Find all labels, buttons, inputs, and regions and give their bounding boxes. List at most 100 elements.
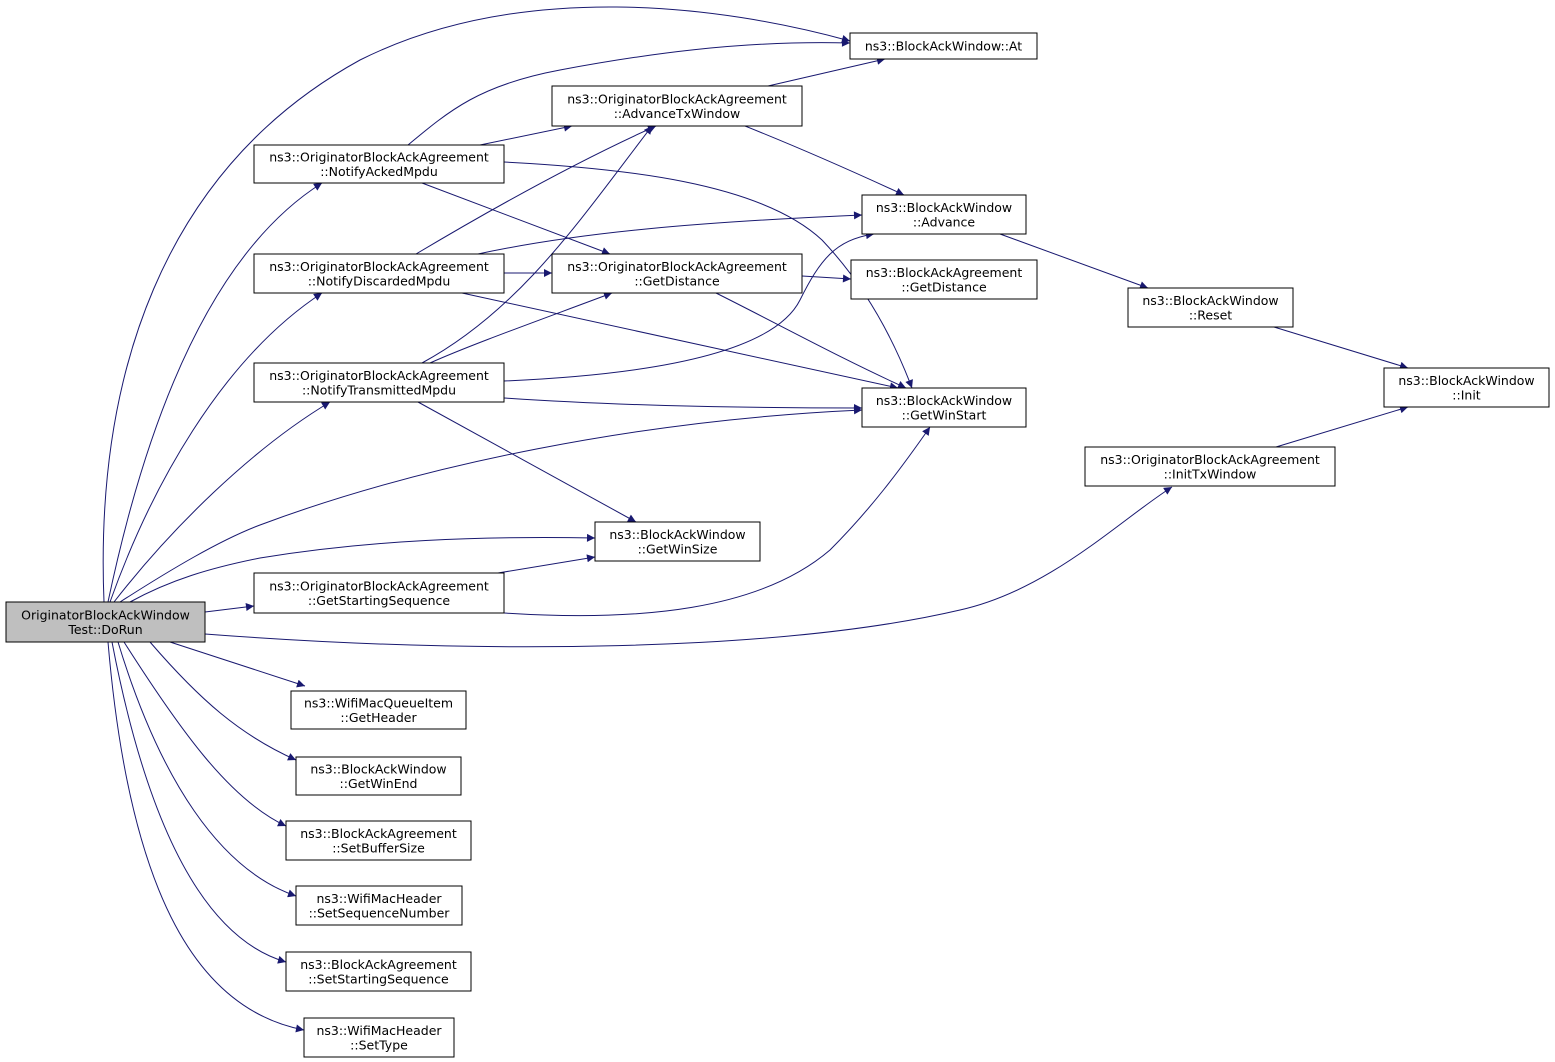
node-wEnd[interactable]: ns3::BlockAckWindow::GetWinEnd bbox=[295, 756, 462, 796]
node-gh[interactable]: ns3::WifiMacQueueItem::GetHeader bbox=[290, 690, 467, 730]
node-box bbox=[295, 756, 462, 796]
node-box bbox=[594, 521, 761, 562]
edge-line bbox=[767, 56, 886, 87]
edge-root-to-ackM bbox=[107, 182, 323, 603]
node-label-line: ns3::WifiMacHeader bbox=[316, 1023, 442, 1038]
edge-line bbox=[497, 554, 596, 574]
edge-root-to-ssn bbox=[117, 641, 297, 898]
edge-txM-to-advTx bbox=[421, 125, 653, 364]
node-box bbox=[253, 144, 505, 184]
node-box bbox=[253, 253, 505, 294]
node-label-line: ::SetType bbox=[350, 1037, 408, 1052]
edge-line bbox=[421, 182, 611, 255]
edge-line bbox=[113, 401, 331, 603]
node-label-line: ::InitTxWindow bbox=[1164, 466, 1257, 481]
edge-line bbox=[415, 125, 657, 255]
edge-line bbox=[999, 233, 1149, 290]
node-box bbox=[551, 85, 803, 127]
edge-bawAdv-to-reset bbox=[999, 233, 1149, 290]
node-advTx[interactable]: ns3::OriginatorBlockAckAgreement::Advanc… bbox=[551, 85, 803, 127]
node-initTx[interactable]: ns3::OriginatorBlockAckAgreement::InitTx… bbox=[1084, 446, 1336, 487]
node-box bbox=[1127, 287, 1294, 328]
node-label-line: ::NotifyAckedMpdu bbox=[320, 164, 438, 179]
edge-root-to-sss bbox=[111, 641, 287, 964]
node-label-line: ::SetStartingSequence bbox=[308, 971, 449, 986]
edge-line bbox=[715, 292, 907, 389]
node-wStart[interactable]: ns3::BlockAckWindow::GetWinStart bbox=[861, 387, 1027, 428]
edge-discM-to-advTx bbox=[415, 125, 657, 255]
node-label-line: ns3::WifiMacQueueItem bbox=[304, 695, 453, 710]
edge-advTx-to-bawAdv bbox=[744, 125, 905, 196]
node-oGetD[interactable]: ns3::OriginatorBlockAckAgreement::GetDis… bbox=[551, 253, 803, 294]
node-label-line: ::GetHeader bbox=[340, 710, 417, 725]
node-bawAdv[interactable]: ns3::BlockAckWindow::Advance bbox=[861, 194, 1027, 235]
node-label-line: ns3::BlockAckAgreement bbox=[300, 957, 457, 972]
node-label-line: ::NotifyTransmittedMpdu bbox=[302, 382, 456, 397]
edge-line bbox=[503, 231, 875, 382]
node-label-line: ns3::BlockAckWindow bbox=[1142, 293, 1278, 308]
node-reset[interactable]: ns3::BlockAckWindow::Reset bbox=[1127, 287, 1294, 328]
edge-txM-to-bawAdv bbox=[503, 231, 875, 382]
node-st[interactable]: ns3::WifiMacHeader::SetType bbox=[303, 1017, 455, 1058]
edge-line bbox=[461, 292, 899, 391]
node-box bbox=[295, 885, 463, 926]
node-label-line: ns3::OriginatorBlockAckAgreement bbox=[1100, 452, 1320, 467]
edge-root-to-gh bbox=[169, 641, 306, 688]
node-wSize[interactable]: ns3::BlockAckWindow::GetWinSize bbox=[594, 521, 761, 562]
node-sss[interactable]: ns3::BlockAckAgreement::SetStartingSeque… bbox=[285, 951, 472, 992]
node-box bbox=[849, 32, 1038, 60]
node-discM[interactable]: ns3::OriginatorBlockAckAgreement::Notify… bbox=[253, 253, 505, 294]
edge-line bbox=[503, 426, 931, 617]
node-box bbox=[861, 387, 1027, 428]
node-gss[interactable]: ns3::OriginatorBlockAckAgreement::GetSta… bbox=[253, 572, 505, 614]
edge-initTx-to-init bbox=[1275, 405, 1409, 448]
node-label-line: ::Reset bbox=[1189, 307, 1232, 322]
edge-line bbox=[801, 274, 852, 283]
edge-line bbox=[204, 486, 1173, 648]
edge-root-to-initTx bbox=[204, 486, 1173, 648]
node-label-line: ns3::OriginatorBlockAckAgreement bbox=[269, 149, 489, 164]
node-label-line: ns3::OriginatorBlockAckAgreement bbox=[567, 259, 787, 274]
edge-line bbox=[129, 533, 596, 603]
edge-line bbox=[477, 211, 863, 255]
node-label-line: ns3::BlockAckWindow bbox=[876, 393, 1012, 408]
edge-line bbox=[503, 161, 913, 389]
edge-root-to-gss bbox=[204, 603, 255, 613]
node-label-line: ::SetSequenceNumber bbox=[309, 905, 451, 920]
node-label-line: ::GetStartingSequence bbox=[308, 593, 451, 608]
edge-line bbox=[149, 641, 297, 761]
node-label-line: ns3::OriginatorBlockAckAgreement bbox=[269, 578, 489, 593]
node-init[interactable]: ns3::BlockAckWindow::Init bbox=[1383, 367, 1550, 408]
edge-reset-to-init bbox=[1273, 326, 1409, 370]
node-box bbox=[253, 362, 505, 403]
node-label-line: ::GetDistance bbox=[901, 279, 987, 294]
edge-gss-to-wSize bbox=[497, 554, 596, 574]
node-txM[interactable]: ns3::OriginatorBlockAckAgreement::Notify… bbox=[253, 362, 505, 403]
edge-line bbox=[107, 641, 305, 1033]
node-label-line: ns3::OriginatorBlockAckAgreement bbox=[567, 91, 787, 106]
edge-txM-to-oGetD bbox=[429, 292, 613, 364]
node-sbs[interactable]: ns3::BlockAckAgreement::SetBufferSize bbox=[285, 820, 472, 861]
node-box bbox=[1383, 367, 1550, 408]
node-box bbox=[850, 259, 1038, 300]
node-bGetD[interactable]: ns3::BlockAckAgreement::GetDistance bbox=[850, 259, 1038, 300]
node-box bbox=[861, 194, 1027, 235]
node-box bbox=[285, 951, 472, 992]
node-box bbox=[5, 601, 206, 643]
edge-ackM-to-advTx bbox=[479, 123, 573, 146]
node-bawAt[interactable]: ns3::BlockAckWindow::At bbox=[849, 32, 1038, 60]
node-box bbox=[303, 1017, 455, 1058]
node-label-line: ::GetDistance bbox=[634, 273, 720, 288]
edge-ackM-to-bawAt bbox=[407, 38, 851, 146]
edge-root-to-discM bbox=[109, 292, 323, 603]
node-ssn[interactable]: ns3::WifiMacHeader::SetSequenceNumber bbox=[295, 885, 463, 926]
node-box bbox=[285, 820, 472, 861]
edge-root-to-wSize bbox=[129, 533, 596, 603]
call-edges bbox=[102, 6, 1409, 1033]
edge-line bbox=[479, 123, 573, 146]
edge-line bbox=[204, 603, 255, 613]
edge-line bbox=[102, 6, 851, 603]
node-ackM[interactable]: ns3::OriginatorBlockAckAgreement::Notify… bbox=[253, 144, 505, 184]
